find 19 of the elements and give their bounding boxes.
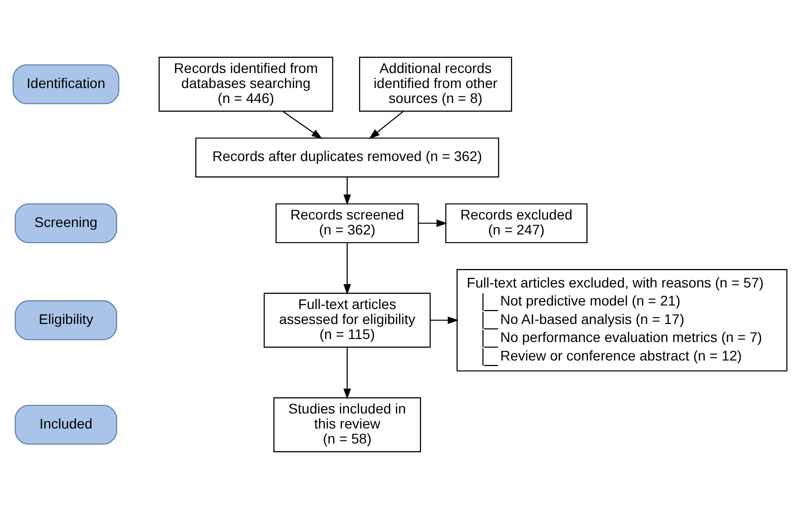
node-box: Eligibility <box>14 300 118 340</box>
arrow <box>282 110 322 138</box>
arrow <box>343 176 351 205</box>
node-box: Full-text articles excluded, with reasons (n = 57) Not predictive model (n = 21) No AI-based analysis (n = 17) No performance evaluation metrics (n = 7) Review or conference abstract (n = 12) <box>456 268 788 371</box>
node-box: Additional records identified from other sources (n = 8) <box>359 56 512 112</box>
node-box: Records excluded (n = 247) <box>445 202 588 243</box>
node-box: Identification <box>12 64 120 104</box>
arrow <box>343 242 351 294</box>
node-box: Included <box>14 404 118 444</box>
node-box: Records after duplicates removed (n = 362) <box>195 137 500 177</box>
arrow <box>343 347 351 399</box>
node-box: Screening <box>14 202 118 243</box>
node-box: Records identified from databases searching (n = 446) <box>158 56 334 112</box>
node-box: Studies included in this review (n = 58) <box>273 396 422 452</box>
arrow <box>368 110 404 138</box>
node-box: Records screened (n = 362) <box>276 202 419 243</box>
arrow <box>430 316 459 324</box>
arrow <box>418 218 448 227</box>
node-box: Full-text articles assessed for eligibility (n = 115) <box>264 292 431 348</box>
